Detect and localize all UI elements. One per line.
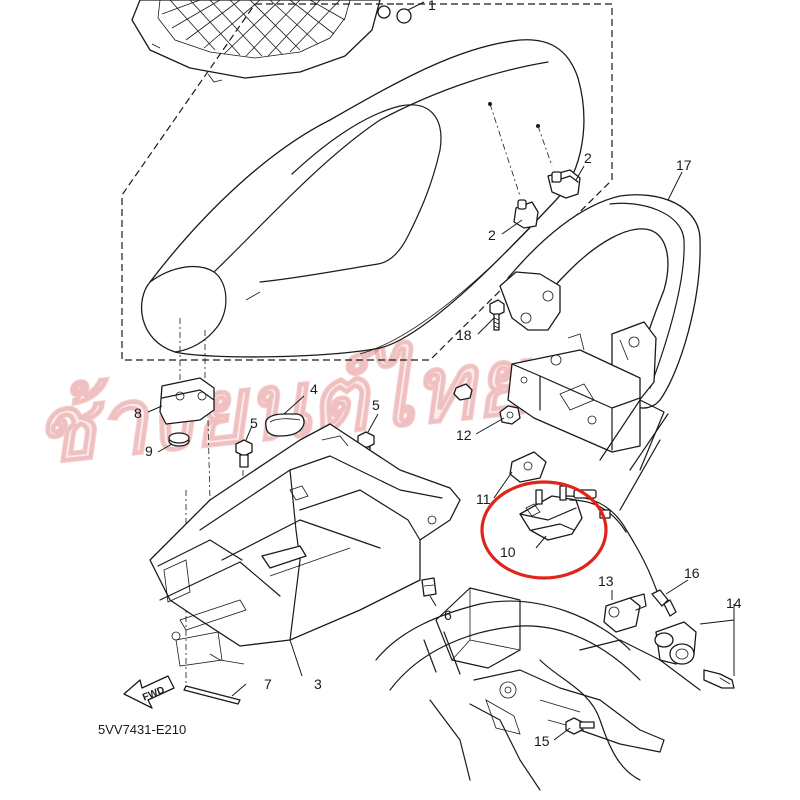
callout-10: 10 (500, 544, 516, 560)
rear-bracket (507, 333, 641, 453)
callout-1: 1 (428, 0, 436, 13)
callout-16: 16 (684, 565, 700, 581)
clip-6 (421, 577, 437, 597)
bracket-bolt (453, 383, 473, 401)
callout-2-lower: 2 (488, 227, 496, 243)
storage-box-3 (149, 423, 461, 667)
callout-6: 6 (444, 607, 452, 623)
assembly-outline (121, 3, 613, 361)
seat-clip-upper (547, 169, 581, 199)
rubber-pad-4 (265, 413, 305, 437)
bolt-15 (565, 717, 595, 735)
callout-5-left: 5 (250, 415, 258, 431)
highlight-circle (480, 480, 608, 580)
upper-cover (131, 0, 412, 83)
callout-4: 4 (310, 381, 318, 397)
callout-3: 3 (314, 676, 322, 692)
callout-7: 7 (264, 676, 272, 692)
callout-8: 8 (134, 405, 142, 421)
bracket-13 (603, 593, 647, 633)
callout-15: 15 (534, 733, 550, 749)
hinge-plate-8 (159, 377, 215, 425)
frame-background (599, 399, 669, 511)
cable-end-16 (651, 589, 677, 617)
callout-11: 11 (476, 491, 491, 507)
callout-9: 9 (145, 443, 153, 459)
callout-13: 13 (598, 573, 614, 589)
fwd-arrow: FWD (123, 675, 175, 709)
seat-lock-10 (519, 485, 583, 541)
key-14 (703, 669, 735, 689)
collar-9 (168, 432, 190, 447)
main-switch-14 (654, 621, 697, 665)
callout-2-upper: 2 (584, 150, 592, 166)
bolt-5-left (235, 439, 253, 468)
callout-12: 12 (456, 427, 472, 443)
drawing-code: 5VV7431-E210 (98, 722, 186, 737)
lock-bracket-11 (509, 451, 547, 483)
callout-17: 17 (676, 157, 692, 173)
bolt-18 (489, 299, 505, 331)
callout-5-right: 5 (372, 397, 380, 413)
nut-12 (499, 405, 521, 425)
callout-14: 14 (726, 595, 742, 611)
callouts: 1 2 2 3 4 5 5 6 7 8 9 10 11 12 13 14 15 … (134, 0, 742, 749)
callout-18: 18 (456, 327, 472, 343)
mesh-pattern (161, 0, 346, 57)
seat (140, 39, 585, 358)
grab-bar (499, 194, 701, 409)
rod-7 (183, 685, 241, 705)
rear-fender (375, 587, 701, 791)
leader-lines (147, 1, 735, 741)
